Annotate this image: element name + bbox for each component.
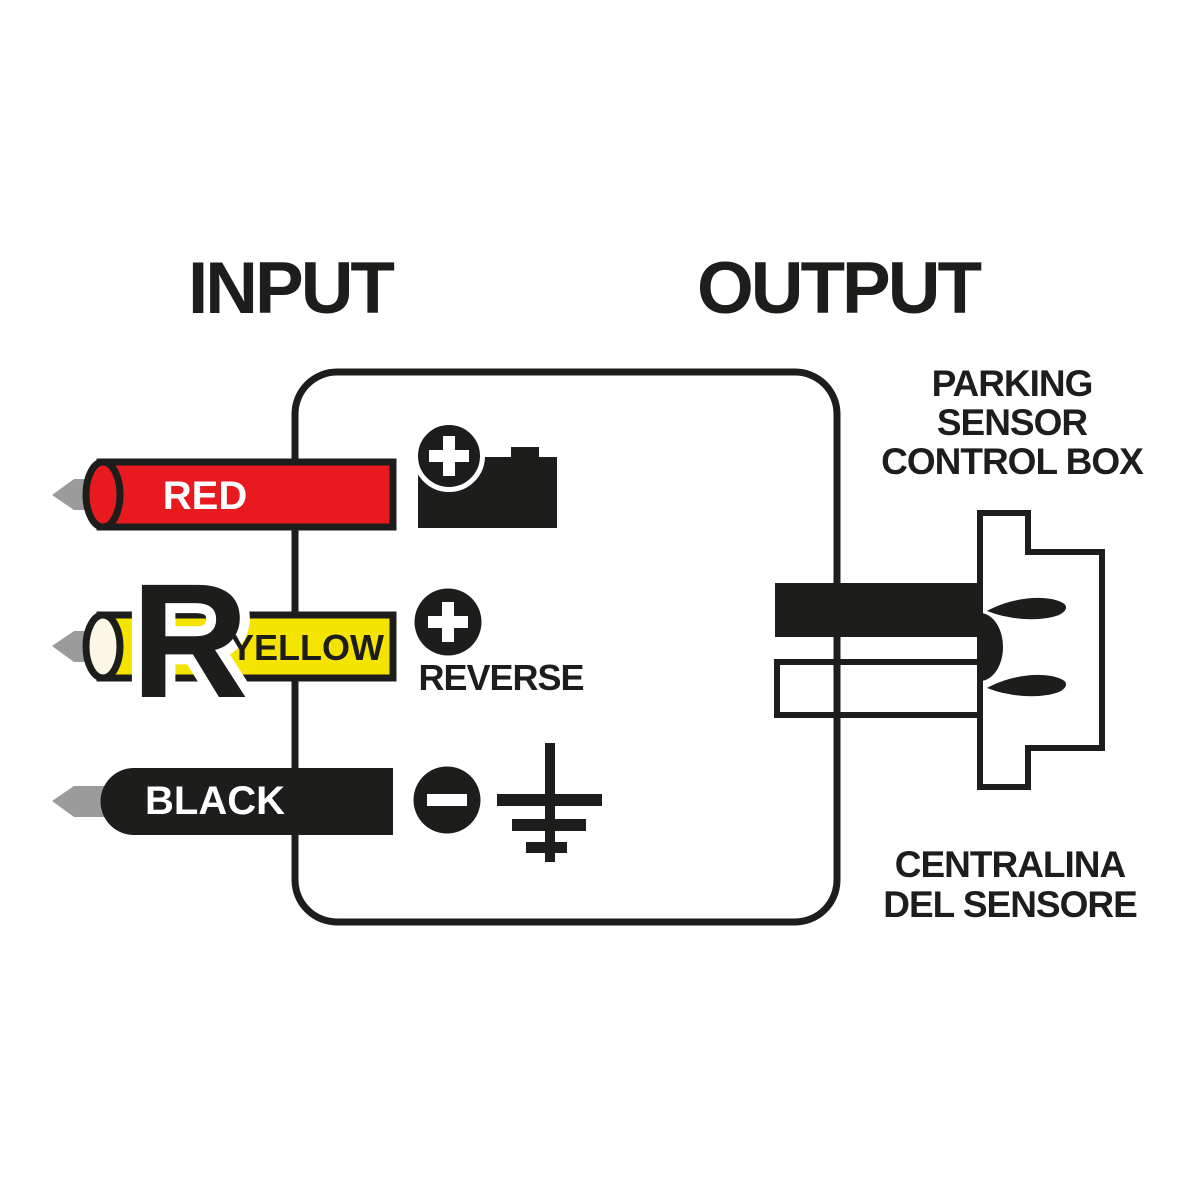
connector-pin-lower-icon	[987, 674, 1067, 697]
red-wire-label: RED	[163, 474, 247, 518]
red-wire: RED	[52, 458, 397, 531]
ground-group	[413, 743, 602, 862]
yellow-wire-cap	[82, 611, 124, 682]
battery-icon	[413, 420, 557, 528]
caption-en-line3: CONTROL BOX	[881, 441, 1144, 482]
control-box-caption-it: CENTRALINA DEL SENSORE	[883, 844, 1138, 925]
caption-en-line2: SENSOR	[937, 402, 1088, 443]
ground-bar-1	[497, 794, 602, 806]
ground-symbol-icon	[497, 743, 602, 862]
caption-it-line2: DEL SENSORE	[883, 884, 1137, 925]
plus-v	[443, 436, 455, 476]
input-title: INPUT	[188, 248, 394, 329]
output-signal-bar	[774, 659, 985, 718]
minus-h	[427, 794, 467, 806]
output-cable-bar	[775, 583, 982, 637]
control-box-caption-en: PARKING SENSOR CONTROL BOX	[881, 363, 1145, 482]
control-box-connector-icon	[775, 510, 1105, 790]
caption-it-line1: CENTRALINA	[895, 844, 1126, 885]
red-wire-cap	[82, 458, 124, 531]
connector-bulge	[980, 613, 1003, 681]
reverse-label: REVERSE	[418, 657, 583, 698]
plus-v	[442, 602, 454, 642]
reverse-marker-letter: R	[131, 549, 249, 732]
ground-bar-2	[512, 819, 586, 831]
ground-bar-3	[526, 842, 567, 853]
reverse-symbol: REVERSE	[414, 588, 585, 698]
output-title: OUTPUT	[697, 248, 982, 329]
caption-en-line1: PARKING	[932, 363, 1093, 404]
black-wire-body	[100, 768, 393, 835]
connector-pin-upper-icon	[987, 597, 1067, 620]
black-wire-label: BLACK	[145, 779, 285, 823]
yellow-wire: R YELLOW	[52, 539, 397, 742]
black-wire: BLACK	[52, 768, 393, 835]
yellow-wire-label: YELLOW	[230, 627, 384, 668]
connector-housing	[977, 510, 1105, 790]
